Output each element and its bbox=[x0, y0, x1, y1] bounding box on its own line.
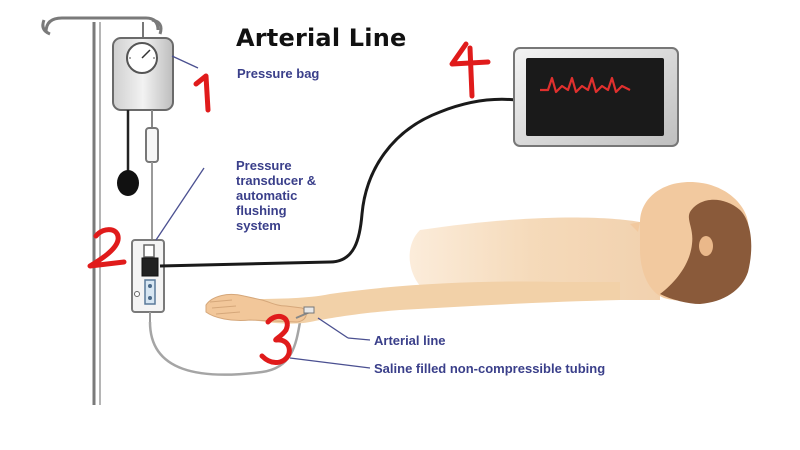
label-transducer-line-5: system bbox=[236, 218, 281, 233]
diagram-title: Arterial Line bbox=[236, 24, 407, 52]
annotation-2 bbox=[87, 227, 127, 269]
label-arterial-line: Arterial line bbox=[374, 333, 446, 348]
patient-icon bbox=[205, 182, 752, 324]
pressure-bag-icon bbox=[112, 22, 174, 240]
annotation-3 bbox=[259, 313, 292, 365]
annotation-1 bbox=[193, 73, 211, 113]
label-saline-tubing: Saline filled non-compressible tubing bbox=[374, 361, 606, 376]
label-transducer-line-3: automatic bbox=[236, 188, 298, 203]
label-pressure-bag: Pressure bag bbox=[237, 66, 320, 81]
monitor-icon bbox=[513, 47, 679, 147]
arterial-waveform bbox=[540, 76, 631, 94]
monitor-cable bbox=[159, 97, 517, 268]
label-transducer-line-1: Pressure bbox=[236, 158, 292, 173]
iv-pole-icon bbox=[41, 16, 163, 405]
handwritten-annotations bbox=[87, 41, 491, 365]
label-transducer-line-4: flushing bbox=[236, 203, 287, 218]
label-transducer-line-2: transducer & bbox=[236, 173, 317, 188]
saline-tubing bbox=[148, 321, 302, 376]
annotation-4 bbox=[449, 41, 491, 99]
label-pointers bbox=[155, 55, 371, 369]
label-pressure-transducer: Pressure transducer & automatic flushing… bbox=[236, 158, 356, 233]
transducer-icon bbox=[131, 239, 165, 322]
